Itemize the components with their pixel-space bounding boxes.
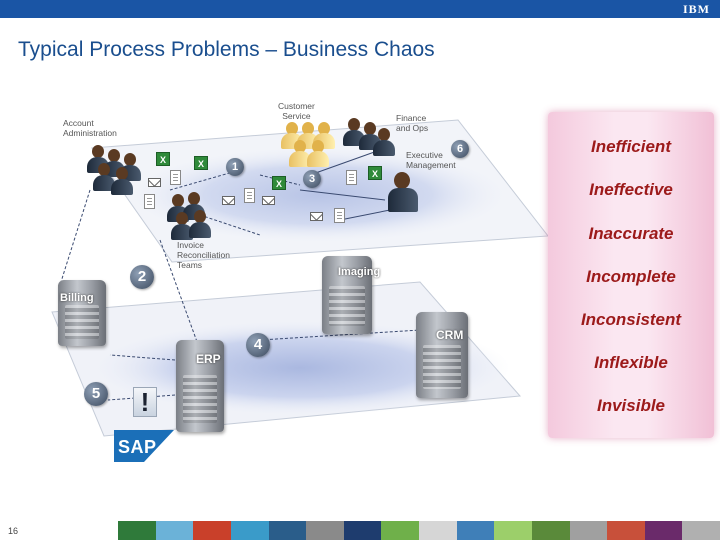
erp-server: ERP (176, 340, 224, 432)
label-finance-and-ops: Finance and Ops (396, 113, 429, 133)
problem-item: Inconsistent (580, 310, 682, 329)
spreadsheet-icon: X (368, 166, 382, 180)
billing-server: Billing (58, 280, 106, 346)
sap-logo-text: SAP (118, 437, 157, 457)
problem-item: Inflexible (594, 353, 668, 372)
ibm-logo: IBM (683, 2, 710, 16)
problem-item: Incomplete (586, 267, 676, 286)
document-icon (144, 194, 155, 209)
envelope-icon (310, 212, 323, 221)
connector-line (339, 209, 391, 221)
connector-line (109, 354, 176, 361)
connector-line (59, 189, 91, 286)
sap-logo (114, 430, 174, 462)
step-badge-4: 4 (246, 333, 270, 357)
step-badge-2: 2 (130, 265, 154, 289)
envelope-icon (262, 196, 275, 205)
slide-title: Typical Process Problems – Business Chao… (18, 38, 435, 61)
problem-item: Inefficient (591, 137, 671, 156)
problem-item: Inaccurate (588, 224, 674, 243)
document-icon (334, 208, 345, 223)
problem-item: Ineffective (589, 180, 673, 199)
connector-line (299, 189, 386, 201)
upper-plane-glow (128, 147, 508, 243)
connector-line (259, 329, 421, 341)
crm-server: CRM (416, 312, 468, 398)
document-icon (170, 170, 181, 185)
step-badge-1: 1 (226, 158, 244, 176)
document-icon (346, 170, 357, 185)
billing-label: Billing (60, 292, 94, 304)
crm-label: CRM (436, 328, 464, 342)
erp-label: ERP (196, 352, 221, 366)
connector-line (309, 149, 381, 176)
spreadsheet-icon: X (156, 152, 170, 166)
imaging-server: Imaging (322, 256, 380, 334)
spreadsheet-icon: X (272, 176, 286, 190)
problem-item: Invisible (596, 396, 666, 415)
step-badge-3: 3 (303, 170, 321, 188)
document-icon (244, 188, 255, 203)
label-account-administration: Account Administration (63, 118, 117, 138)
label-customer-service: Customer Service (278, 101, 315, 121)
top-bar: IBM (0, 0, 720, 18)
connector-line (199, 214, 261, 236)
connector-line (107, 394, 176, 401)
spreadsheet-icon: X (194, 156, 208, 170)
step-badge-5: 5 (84, 382, 108, 406)
page-number: 16 (8, 526, 19, 536)
label-invoice-reconciliation: Invoice Reconciliation Teams (177, 240, 230, 270)
footer-image-strip (118, 521, 720, 540)
connector-line (159, 239, 201, 351)
alert-icon: ! (133, 387, 157, 417)
label-executive-management: Executive Management (406, 150, 456, 170)
step-badge-6: 6 (451, 140, 469, 158)
imaging-label: Imaging (338, 266, 381, 278)
problems-panel: Inefficient Ineffective Inaccurate Incom… (548, 112, 714, 438)
envelope-icon (148, 178, 161, 187)
envelope-icon (222, 196, 235, 205)
